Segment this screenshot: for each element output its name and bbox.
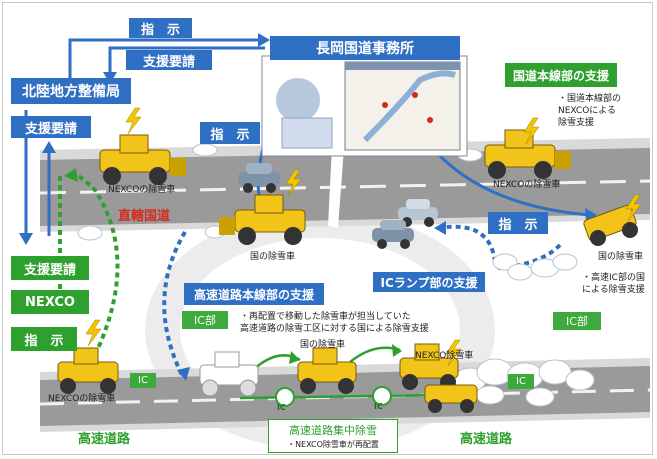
ramp-support-note: ・高速IC部の国 による除雪支援 (582, 273, 645, 295)
plow-upper-right (484, 129, 571, 179)
nexco-plow-upper-right-label: NEXCOの除雪車 (493, 180, 561, 190)
ic-section-left: IC部 (182, 311, 228, 329)
car-upper (238, 163, 280, 193)
map-river (362, 70, 456, 143)
office-illustration (261, 55, 468, 157)
figure-frame (2, 2, 653, 455)
plow-center-national (219, 194, 306, 245)
car-right-2 (372, 220, 414, 249)
expressway-mainline-support-label: 高速道路本線部の支援 (184, 283, 324, 305)
nat-plow-center-label: 国の除雪車 (250, 252, 296, 262)
arrow-bureau-to-office (68, 38, 265, 82)
top-support-request-label: 支援要請 (126, 50, 212, 70)
hokuriku-bureau-box: 北陸地方整備局 (11, 78, 131, 104)
ic-node-left (275, 387, 295, 407)
expressway-left-label: 高速道路 (78, 432, 131, 447)
dotted-blue-arrow-left (162, 230, 187, 376)
national-road-center-line (39, 179, 651, 195)
nexco-plow-upper-left-label: NEXCOの除雪車 (108, 185, 176, 195)
plow-right-ramp (583, 204, 638, 246)
plow-lower-nexco (399, 343, 478, 413)
nat-mainline-note: ・国道本線部の NEXCOによる 除雪支援 (558, 94, 622, 128)
nagaoka-office-title: 長岡国道事務所 (270, 36, 460, 60)
ic-node-right (372, 386, 392, 406)
nexco-plow-lower-right-label: NEXCO除雪車 (415, 351, 474, 361)
nexco-box: NEXCO (11, 290, 89, 314)
ic-connector-line (239, 393, 441, 400)
instruct-right-label: 指 示 (488, 212, 548, 234)
concentrated-removal-title: 高速道路集中除雪 (289, 424, 377, 437)
dotted-blue-ramp (497, 243, 562, 270)
nat-mainline-support-title: 国道本線部の支援 (505, 63, 617, 87)
nexco-plow-lower-left-label: NEXCOの除雪車 (48, 394, 116, 404)
top-instruct-label: 指 示 (129, 18, 192, 38)
lightning-icons (85, 107, 642, 367)
ic-node-label-right: IC (374, 402, 383, 411)
instruct-mid-label: 指 示 (200, 122, 260, 144)
expressway-right-label: 高速道路 (460, 432, 513, 447)
plow-lower-ghost (199, 351, 259, 397)
arrow-office-to-bureau (108, 46, 265, 78)
direct-national-road-label: 直轄国道 (118, 209, 171, 224)
left-support-request-top: 支援要請 (11, 116, 91, 138)
dotted-green-arrow (68, 172, 120, 356)
concentrated-removal-box: 高速道路集中除雪 ・NEXCO除雪車が再配置 (268, 419, 398, 453)
road-break-mark (328, 140, 344, 228)
ic-section-right: IC部 (553, 312, 601, 330)
relocation-support-note: ・再配置で移動した除雪車が担当していた 高速道路の除雪工区に対する国による除雪支… (240, 312, 429, 334)
ic-ramp-support-label: ICランプ部の支援 (373, 272, 485, 292)
left-instruct-label: 指 示 (11, 327, 77, 351)
plow-lower-national (297, 347, 357, 394)
plow-lower-left (57, 347, 119, 394)
dotted-blue-arrow-right (439, 224, 497, 263)
nat-plow-right-label: 国の除雪車 (598, 252, 644, 262)
nat-plow-lower-label: 国の除雪車 (300, 340, 346, 350)
left-support-request-mid: 支援要請 (11, 256, 89, 280)
ic-tag-1: IC (130, 373, 156, 388)
ic-node-label-left: IC (277, 403, 286, 412)
ic-tag-2: IC (508, 374, 534, 389)
concentrated-removal-note: ・NEXCO除雪車が再配置 (287, 440, 379, 449)
plow-upper-left (99, 134, 186, 185)
